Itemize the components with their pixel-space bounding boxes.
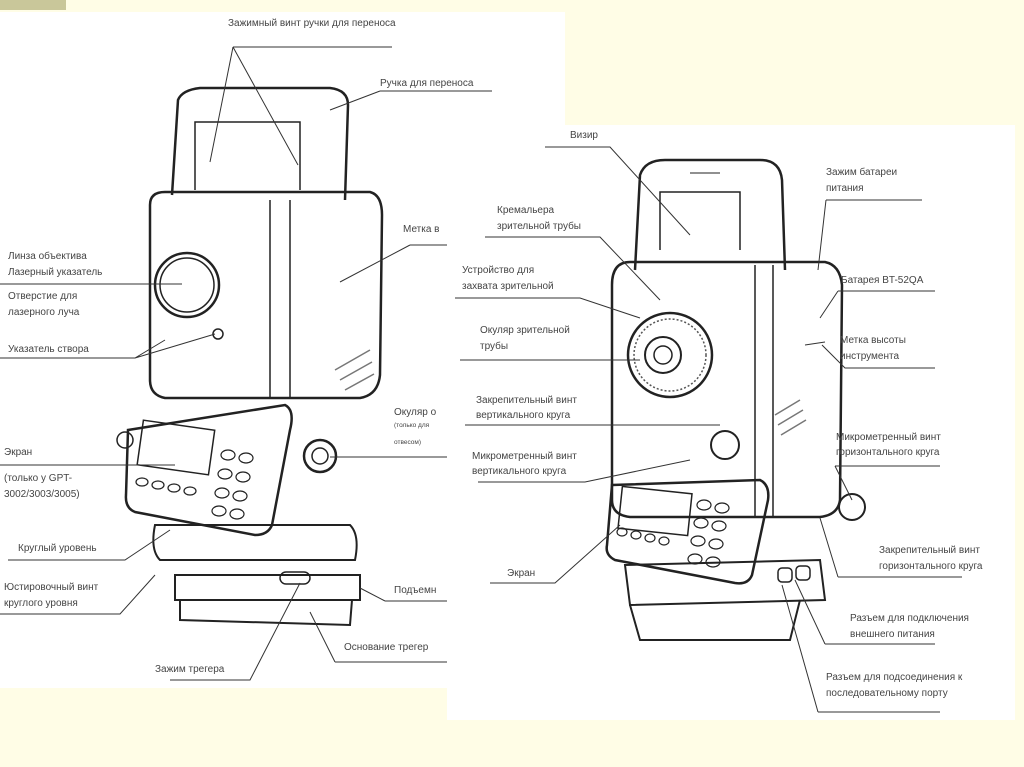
label-laser-aperture: Отверстие для [8,291,78,302]
label-serial-connector-2: последовательному порту [826,688,948,699]
label-screen-note-2: 3002/3003/3005) [4,489,80,500]
label-leveling-screw: Подъемн [394,585,437,596]
label-horizontal-clamp: Закрепительный винт [879,545,980,556]
label-focusing-ring-2: зрительной трубы [497,221,581,232]
label-battery-lock: Зажим батареи [826,167,898,178]
label-screen-left: Экран [4,447,33,458]
label-telescope-grip-2: захвата зрительной [462,281,554,292]
label-level-adjust-screw: Юстировочный винт [4,582,99,593]
left-figure-panel [0,12,565,125]
label-telescope-eyepiece: Окуляр зрительной [480,325,570,336]
label-tribrach-clamp: Зажим трегера [155,664,225,675]
label-screen-note: (только у GPT- [4,473,73,484]
label-height-mark-2: инструмента [840,351,900,362]
label-battery-lock-2: питания [826,183,864,194]
label-horizontal-tangent: Микрометренный винт [836,432,941,443]
label-tribrach-base: Основание трегер [344,642,429,653]
label-laser-aperture-2: лазерного луча [8,307,80,318]
slide-accent-tab [0,0,66,10]
label-plummet-eyepiece-note: (только для [394,422,430,429]
label-vertical-clamp: Закрепительный винт [476,395,577,406]
label-level-adjust-screw-2: круглого уровня [4,598,78,609]
right-instrument-illustration [605,158,866,641]
label-power-connector-2: внешнего питания [850,629,935,640]
label-mark: Метка в [403,224,440,235]
label-serial-connector: Разъем для подсоединения к [826,672,963,683]
label-vertical-tangent-2: вертикального круга [472,466,567,477]
label-vertical-clamp-2: вертикального круга [476,410,571,421]
label-height-mark: Метка высоты [840,335,906,346]
label-telescope-grip: Устройство для [462,265,535,276]
label-battery: Батарея BT-52QA [841,275,924,286]
label-plummet-eyepiece-note-2: отвесом) [394,439,422,446]
label-screen-right: Экран [507,568,536,579]
label-power-connector: Разъем для подключения [850,613,969,624]
label-focusing-ring: Кремальера [497,205,555,216]
label-telescope-eyepiece-2: трубы [480,341,509,352]
label-circular-level: Круглый уровень [18,543,97,554]
label-handle-clamp-screw: Зажимный винт ручки для переноса [228,18,396,29]
label-plummet-eyepiece: Окуляр о [394,407,437,418]
left-instrument-illustration [116,86,384,627]
label-carrying-handle: Ручка для переноса [380,78,474,89]
label-laser-pointer: Лазерный указатель [8,267,103,278]
label-sight: Визир [570,130,598,141]
label-horizontal-tangent-2: горизонтального круга [836,447,940,458]
label-objective-lens: Линза объектива [8,251,87,262]
leader-lines [0,46,962,713]
label-vertical-tangent: Микрометренный винт [472,451,577,462]
label-alignment-pointer: Указатель створа [8,344,89,355]
label-horizontal-clamp-2: горизонтального круга [879,561,983,572]
right-figure-panel [447,125,1015,720]
